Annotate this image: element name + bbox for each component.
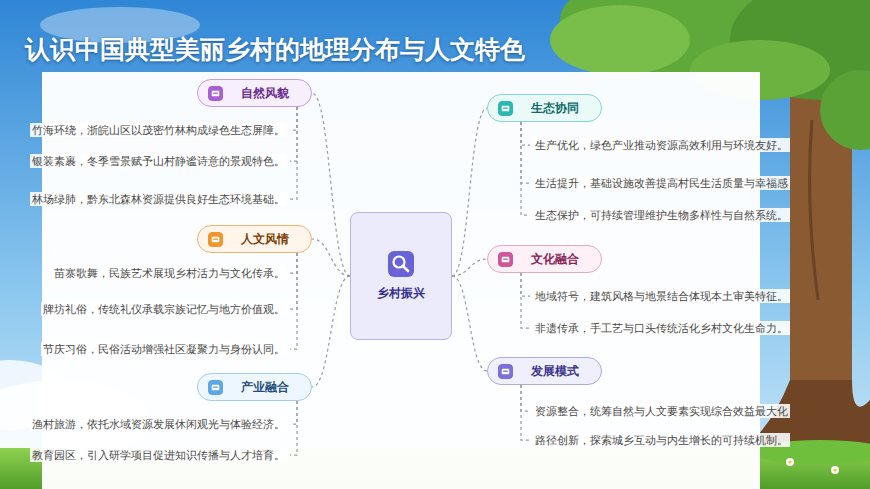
dotted-connector — [290, 253, 297, 349]
topic-text: 教育园区，引入研学项目促进知识传播与人才培育。 — [32, 449, 285, 461]
topic-text: 渔村旅游，依托水域资源发展休闲观光与体验经济。 — [32, 418, 285, 430]
leaf-topic: 竹海环绕，浙皖山区以茂密竹林构成绿色生态屏障。 — [30, 123, 287, 137]
branch-topic: 文化融合 — [487, 245, 602, 273]
central-topic: 乡村振兴 — [350, 212, 452, 340]
topic-text: 生态保护，可持续管理维护生物多样性与自然系统。 — [535, 209, 788, 221]
leaf-topic: 资源整合，统筹自然与人文要素实现综合效益最大化 — [533, 404, 790, 418]
topic-text: 自然风貌 — [223, 85, 299, 102]
topic-text: 路径创新，探索城乡互动与内生增长的可持续机制。 — [535, 434, 788, 446]
dotted-connector — [290, 253, 297, 273]
dotted-connector — [521, 273, 530, 328]
topic-text: 竹海环绕，浙皖山区以茂密竹林构成绿色生态屏障。 — [32, 124, 285, 136]
topic-text: 生产优化，绿色产业推动资源高效利用与环境友好。 — [535, 139, 788, 151]
branch-topic: 产业融合 — [197, 373, 312, 401]
branch-topic: 发展模式 — [487, 357, 602, 385]
topic-text: 节庆习俗，民俗活动增强社区凝聚力与身份认同。 — [43, 343, 285, 355]
leaf-topic: 路径创新，探索城乡互动与内生增长的可持续机制。 — [533, 433, 790, 447]
branch-icon — [208, 86, 223, 101]
dotted-connector — [521, 122, 530, 215]
topic-text: 资源整合，统筹自然与人文要素实现综合效益最大化 — [535, 405, 788, 417]
dotted-connector — [312, 276, 350, 387]
dotted-connector — [452, 259, 487, 276]
branch-topic: 自然风貌 — [197, 79, 312, 107]
leaf-topic: 苗寨歌舞，民族艺术展现乡村活力与文化传承。 — [52, 266, 287, 280]
dotted-connector — [290, 107, 297, 161]
topic-text: 文化融合 — [513, 251, 589, 268]
branch-icon — [498, 101, 513, 116]
leaf-topic: 生活提升，基础设施改善提高村民生活质量与幸福感 — [533, 176, 790, 190]
dotted-connector — [290, 401, 297, 455]
leaf-topic: 渔村旅游，依托水域资源发展休闲观光与体验经济。 — [30, 417, 287, 431]
dotted-connector — [290, 401, 297, 424]
topic-text: 人文风情 — [223, 231, 299, 248]
branch-icon — [208, 380, 223, 395]
dotted-connector — [452, 276, 487, 371]
topic-text: 地域符号，建筑风格与地景结合体现本土审美特征。 — [535, 290, 788, 302]
center-icon — [388, 251, 414, 277]
dotted-connector — [312, 239, 350, 276]
topic-text: 银装素裹，冬季雪景赋予山村静谧诗意的景观特色。 — [32, 155, 285, 167]
leaf-topic: 生态保护，可持续管理维护生物多样性与自然系统。 — [533, 208, 790, 222]
leaf-topic: 节庆习俗，民俗活动增强社区凝聚力与身份认同。 — [41, 342, 287, 356]
dotted-connector — [521, 385, 530, 411]
branch-icon — [208, 232, 223, 247]
leaf-topic: 银装素裹，冬季雪景赋予山村静谧诗意的景观特色。 — [30, 154, 287, 168]
leaf-topic: 牌坊礼俗，传统礼仪承载宗族记忆与地方价值观。 — [41, 302, 287, 316]
topic-text: 生活提升，基础设施改善提高村民生活质量与幸福感 — [535, 177, 788, 189]
leaf-topic: 地域符号，建筑风格与地景结合体现本土审美特征。 — [533, 289, 790, 303]
dotted-connector — [312, 93, 350, 276]
slide-title: 认识中国典型美丽乡村的地理分布与人文特色 — [25, 33, 525, 66]
leaf-topic: 教育园区，引入研学项目促进知识传播与人才培育。 — [30, 448, 287, 462]
dotted-connector — [290, 107, 297, 199]
dotted-connector — [521, 385, 530, 440]
branch-topic: 生态协同 — [487, 94, 602, 122]
topic-text: 生态协同 — [513, 100, 589, 117]
dotted-connector — [452, 108, 487, 276]
branch-icon — [498, 252, 513, 267]
dotted-connector — [521, 122, 530, 183]
topic-text: 非遗传承，手工艺与口头传统活化乡村文化生命力。 — [535, 322, 788, 334]
dotted-connector — [521, 273, 530, 296]
leaf-topic: 非遗传承，手工艺与口头传统活化乡村文化生命力。 — [533, 321, 790, 335]
dotted-connector — [290, 253, 297, 309]
topic-text: 乡村振兴 — [377, 285, 425, 302]
dotted-connector — [290, 107, 297, 130]
leaf-topic: 生产优化，绿色产业推动资源高效利用与环境友好。 — [533, 138, 790, 152]
branch-icon — [498, 364, 513, 379]
topic-text: 产业融合 — [223, 379, 299, 396]
leaf-topic: 林场绿肺，黔东北森林资源提供良好生态环境基础。 — [30, 192, 287, 206]
branch-topic: 人文风情 — [197, 225, 312, 253]
topic-text: 苗寨歌舞，民族艺术展现乡村活力与文化传承。 — [54, 267, 285, 279]
topic-text: 牌坊礼俗，传统礼仪承载宗族记忆与地方价值观。 — [43, 303, 285, 315]
topic-text: 林场绿肺，黔东北森林资源提供良好生态环境基础。 — [32, 193, 285, 205]
topic-text: 发展模式 — [513, 363, 589, 380]
dotted-connector — [521, 122, 530, 145]
